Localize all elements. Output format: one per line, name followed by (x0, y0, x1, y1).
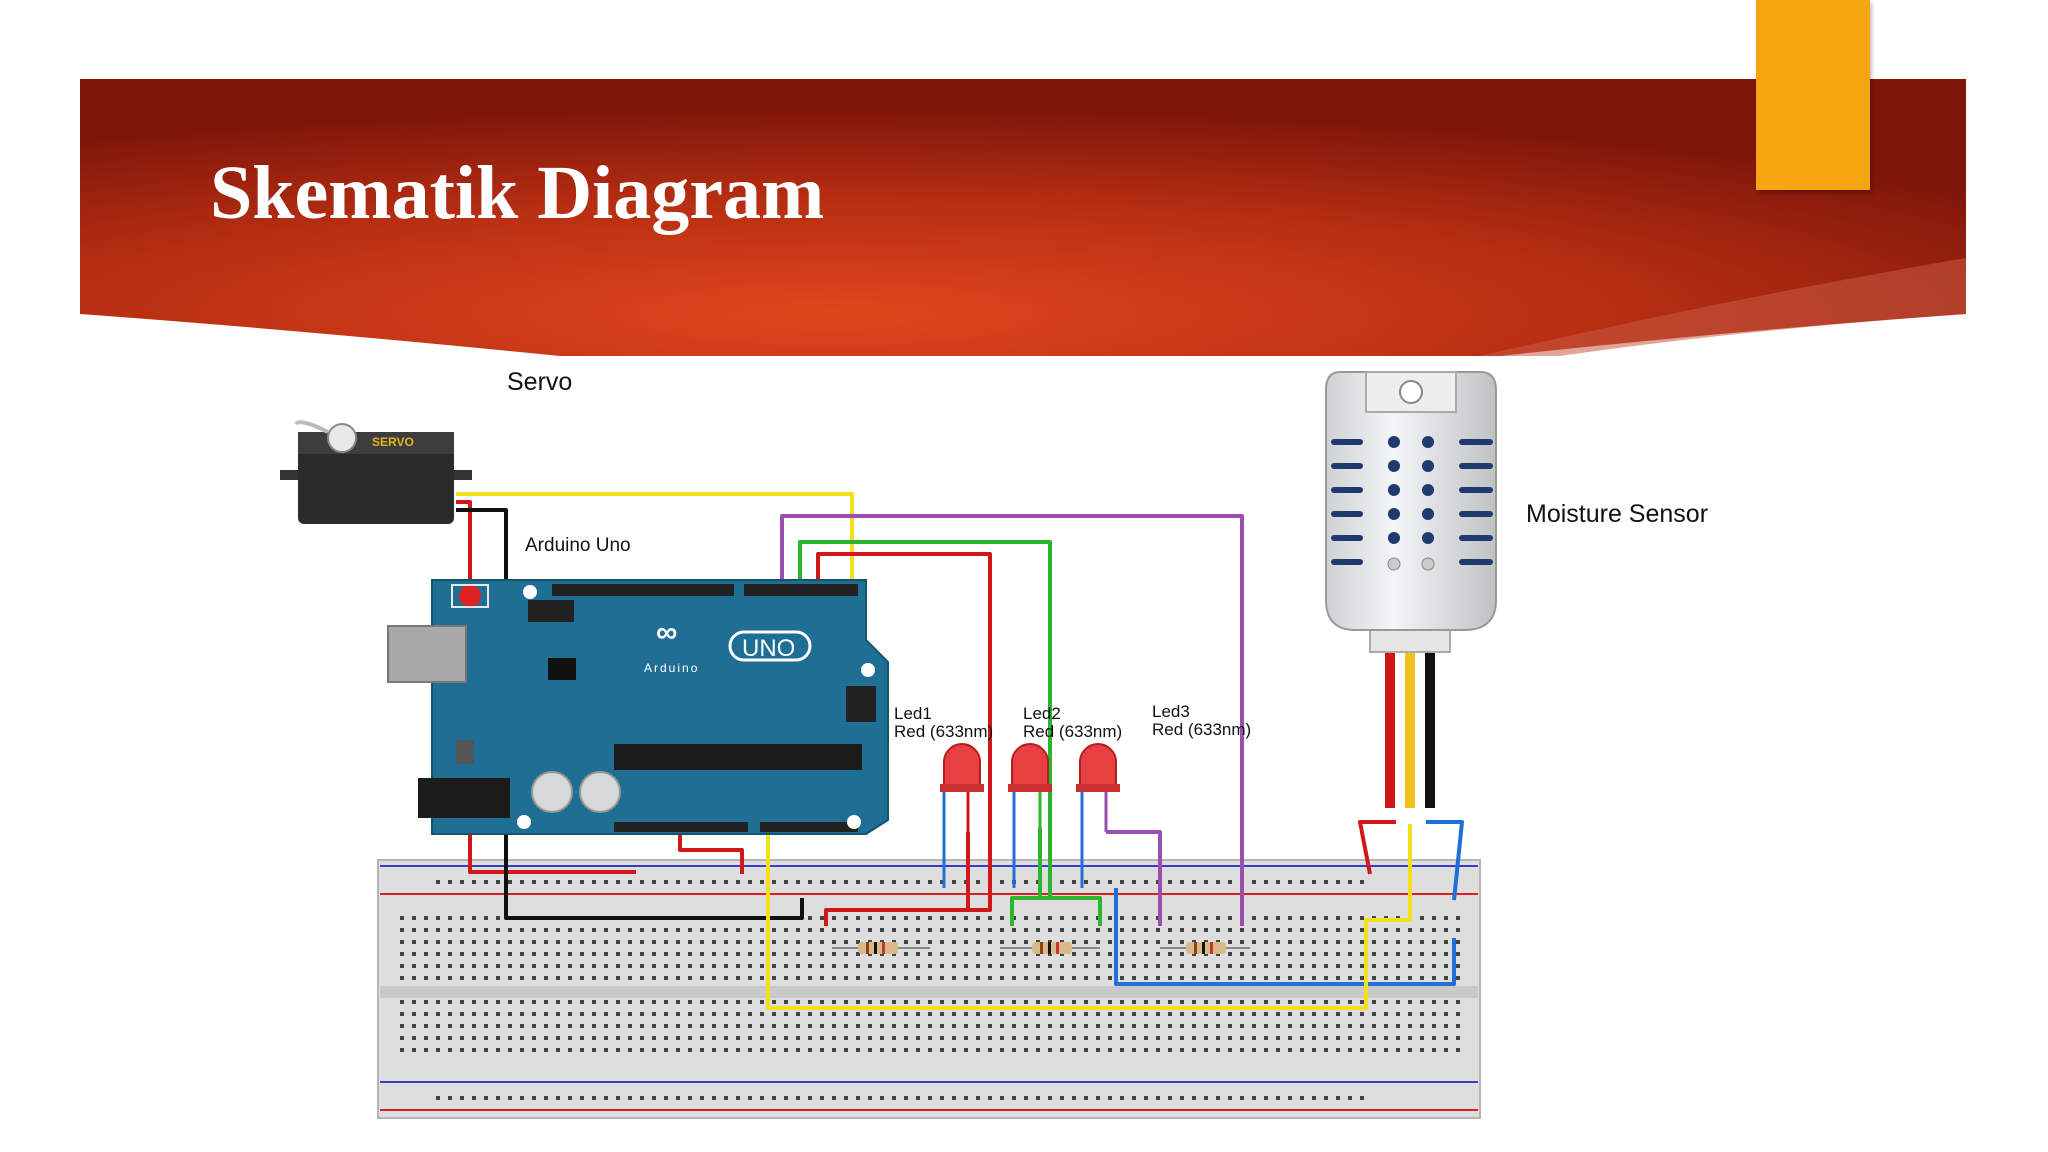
arduino-brand-text: Arduino (644, 661, 699, 675)
led2-name: Led2 (1023, 704, 1061, 723)
led-1 (940, 743, 984, 792)
led-3 (1076, 743, 1120, 792)
wire-servo-ground (456, 508, 804, 920)
led2-label: Led2 Red (633nm) (1023, 705, 1122, 741)
led1-label: Led1 Red (633nm) (894, 705, 993, 741)
led3-label: Led3 Red (633nm) (1152, 703, 1251, 739)
arduino-uno-board: ∞ UNO Arduino (387, 579, 889, 835)
arduino-logo-text: UNO (742, 635, 795, 662)
wire-sensor-gnd-blue (1114, 888, 1456, 986)
wire-sensor-gnd (1426, 820, 1464, 901)
wire-led2 (798, 540, 1052, 926)
led2-desc: Red (633nm) (1023, 722, 1123, 741)
moisture-sensor (1325, 371, 1497, 808)
wire-led1 (816, 552, 992, 926)
led1-name: Led1 (894, 704, 932, 723)
wire-led3-anode (1106, 830, 1162, 926)
arduino-label: Arduino Uno (525, 535, 631, 556)
resistor-3 (1160, 942, 1250, 954)
led1-desc: Red (633nm) (894, 722, 994, 741)
svg-text:∞: ∞ (656, 616, 677, 649)
accent-tab (1756, 0, 1870, 190)
resistor-1 (832, 942, 930, 954)
servo-body-text: SERVO (372, 435, 414, 449)
wire-arduino-5v (678, 828, 744, 874)
led3-name: Led3 (1152, 702, 1190, 721)
moisture-sensor-label: Moisture Sensor (1526, 500, 1709, 528)
wire-servo-signal (456, 492, 854, 588)
wire-sensor-data-yellow (766, 824, 1412, 1010)
title-banner (80, 79, 1966, 356)
led-2 (1008, 743, 1052, 792)
servo-motor: SERVO (280, 420, 472, 524)
breadboard (377, 859, 1481, 1119)
wire-led3 (780, 514, 1244, 926)
led3-desc: Red (633nm) (1152, 720, 1252, 739)
wire-sensor-vcc (1358, 820, 1396, 875)
servo-label: Servo (507, 368, 573, 396)
resistor-2 (1000, 942, 1100, 954)
slide-title: Skematik Diagram (210, 151, 825, 235)
